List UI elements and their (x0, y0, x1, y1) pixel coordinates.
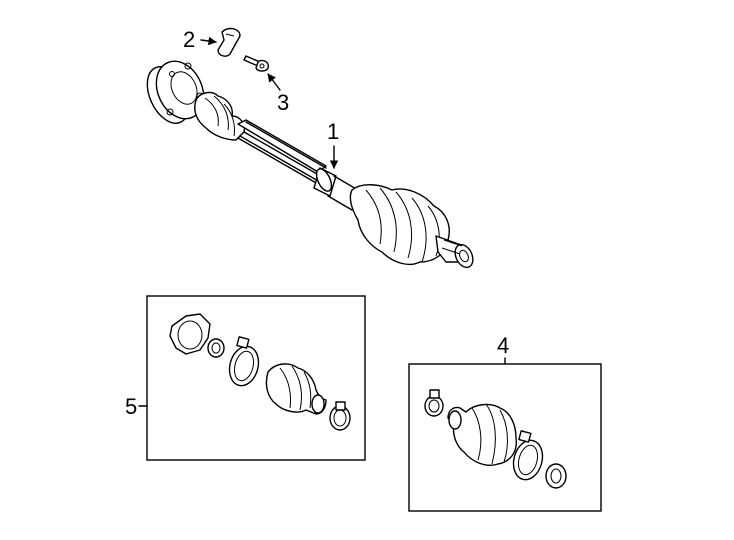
inner-boot-kit (265, 363, 327, 415)
outer-washer (545, 463, 567, 489)
inner-boot (194, 91, 246, 141)
inner-flange (146, 60, 205, 124)
small-boot-clamp (329, 401, 351, 431)
circlip (207, 338, 225, 358)
bolt-part-3: 3 (243, 55, 289, 115)
outer-stub-shaft (435, 235, 474, 269)
outer-boot-kit (447, 403, 517, 466)
outer-large-clamp (512, 430, 544, 481)
axle-shaft-assembly: 1 (146, 60, 474, 269)
inner-boot-kit-box: 5 (125, 295, 366, 461)
seal-plate (169, 313, 211, 355)
callout-5: 5 (125, 394, 137, 419)
callout-1: 1 (327, 119, 339, 144)
outer-boot-kit-box: 4 (408, 333, 602, 512)
callout-4: 4 (497, 333, 509, 358)
large-boot-clamp (228, 336, 260, 387)
outer-small-clamp (424, 389, 444, 417)
outer-boot (349, 184, 450, 266)
axle-shaft (237, 119, 359, 211)
callout-3: 3 (277, 90, 289, 115)
callout-2: 2 (183, 27, 195, 52)
clip-part-2: 2 (183, 27, 241, 57)
